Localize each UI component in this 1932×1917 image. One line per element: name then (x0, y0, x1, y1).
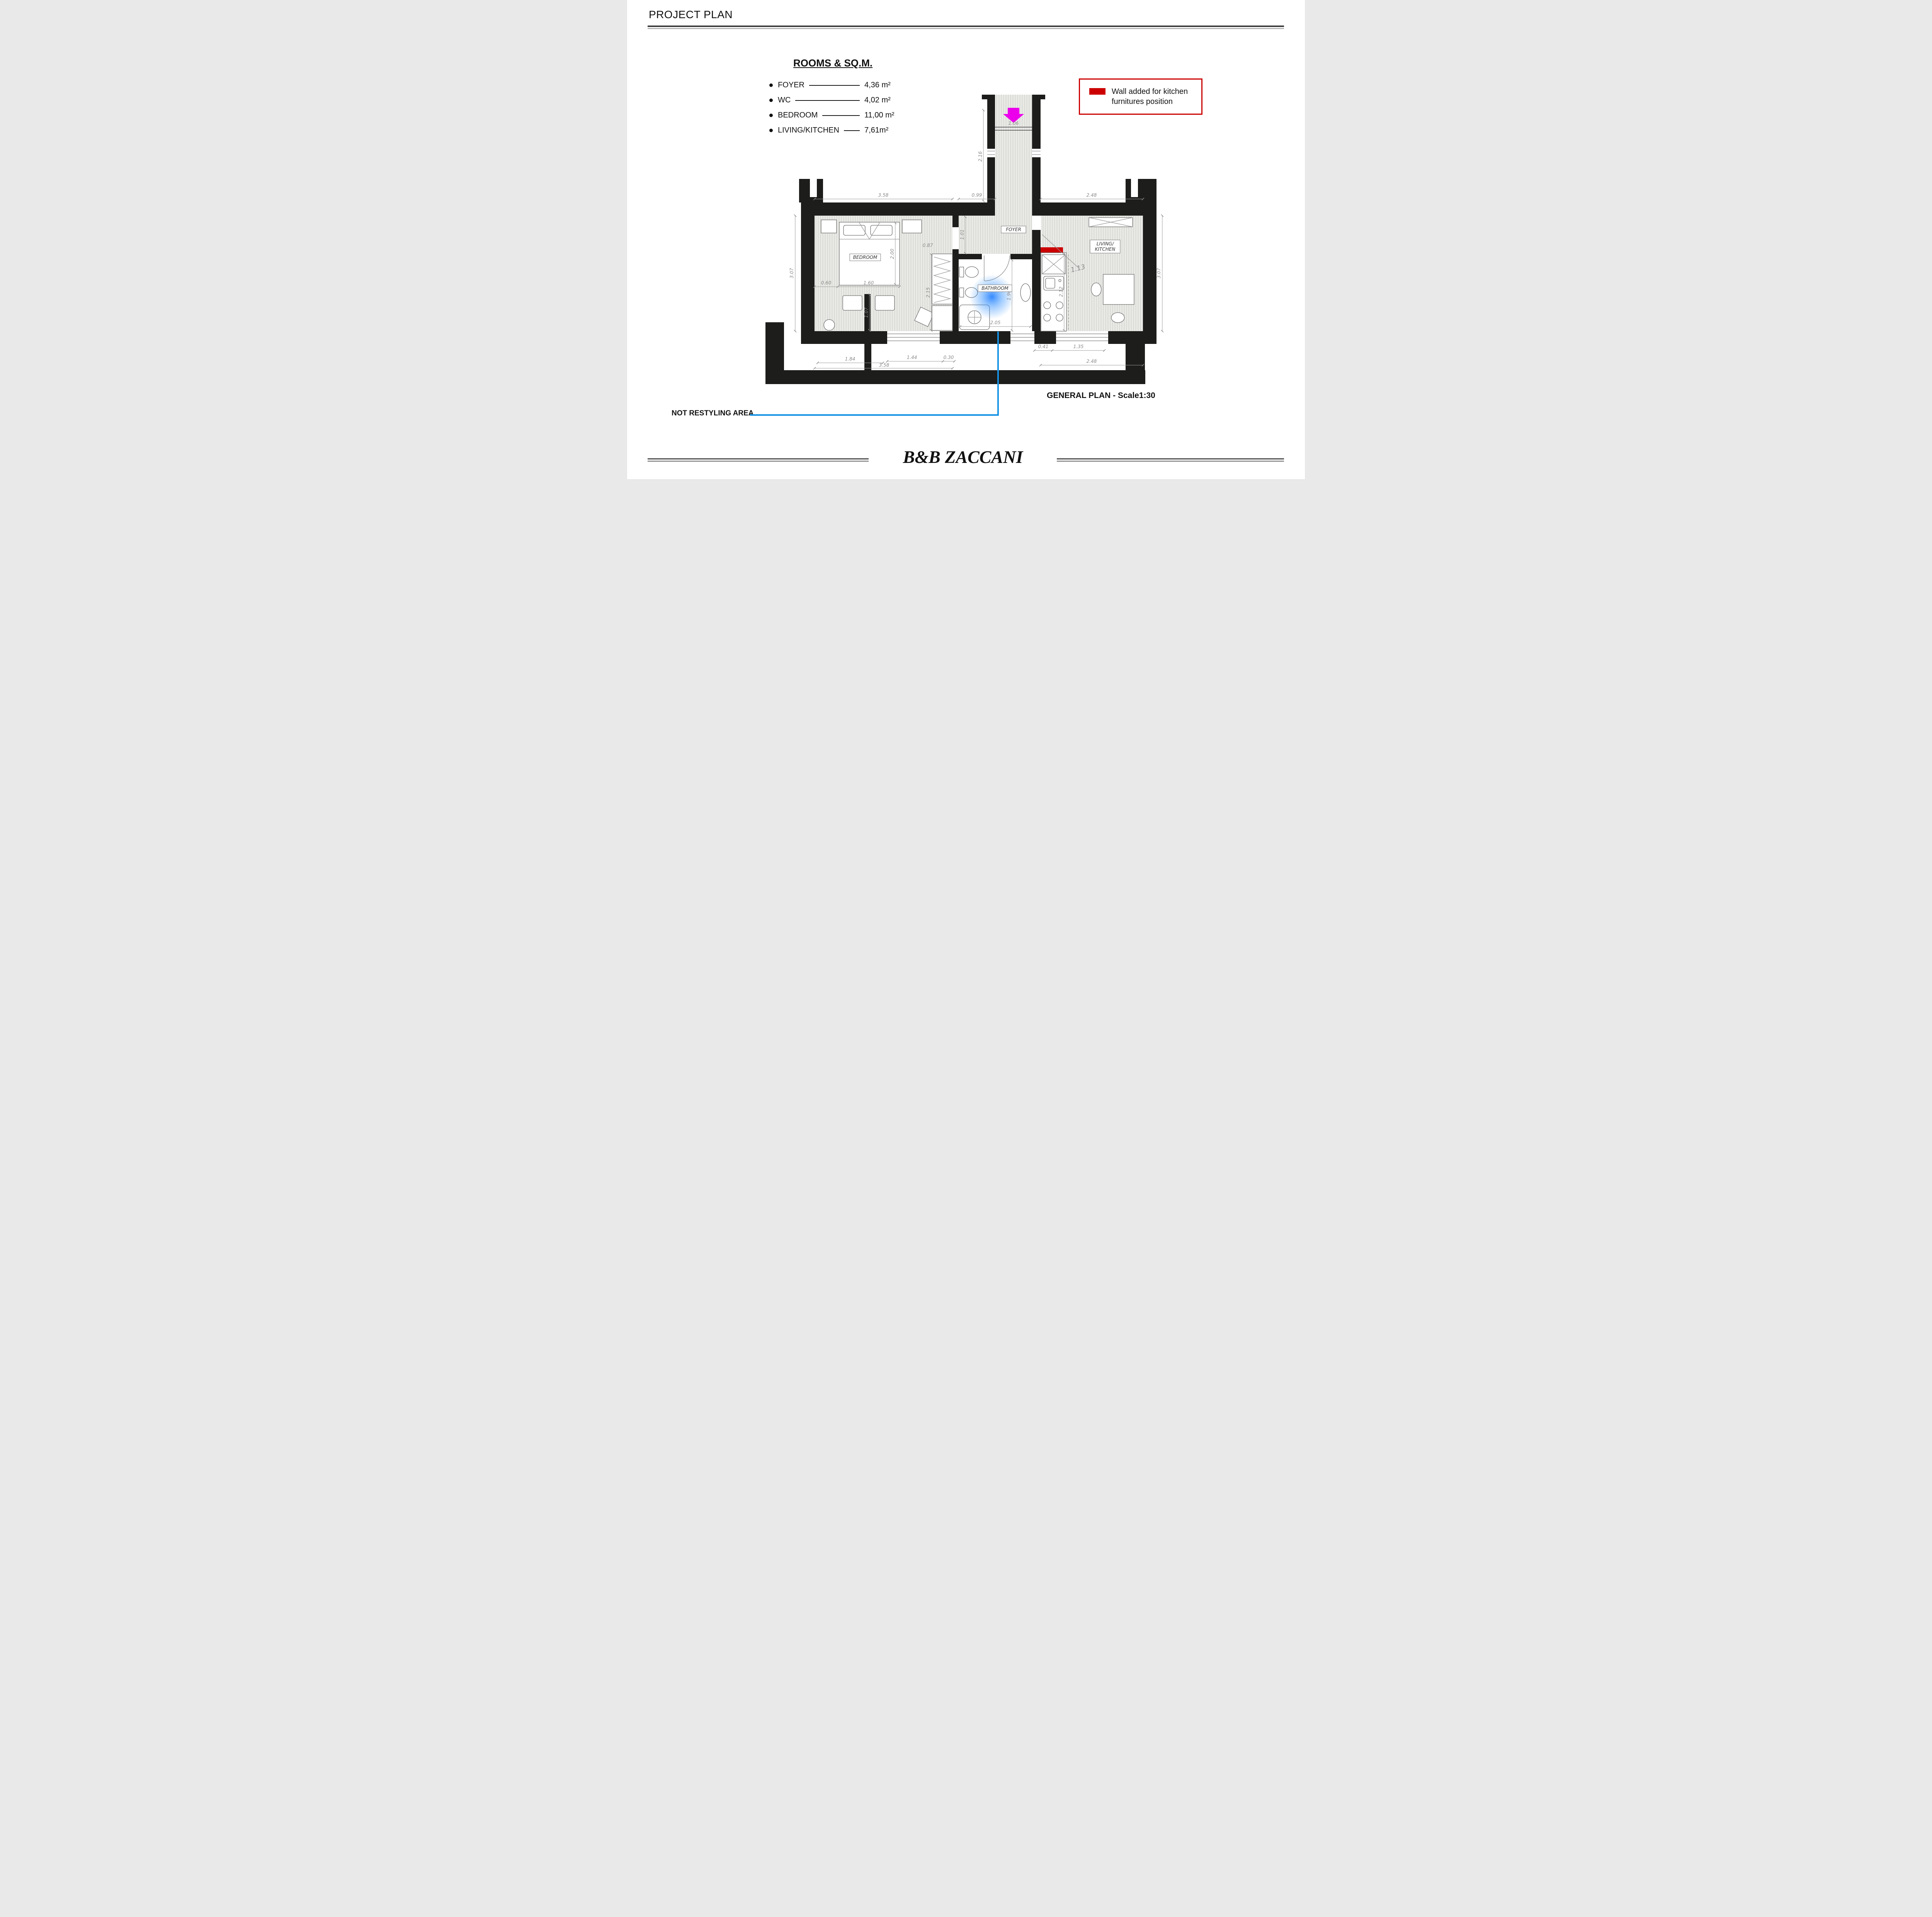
dim-window-width: 1.35 (1073, 344, 1084, 349)
svg-text:BATHROOM: BATHROOM (981, 286, 1009, 291)
wardrobe (932, 253, 953, 304)
room-label-living-kitchen: LIVING/ KITCHEN (1090, 240, 1121, 253)
dim-foyer-depth: 1.01 (959, 230, 965, 240)
project-plan-page: PROJECT PLAN ROOMS & SQ.M. FOYER 4,36 m²… (627, 0, 1305, 479)
bullet-icon (769, 129, 773, 132)
dim-entry-width: 1.06 (1009, 121, 1019, 126)
dim-bottom-a: 1.84 (845, 356, 855, 362)
opening-frames (987, 151, 1041, 155)
leader-line (844, 130, 860, 131)
legend-room-value: 11,00 m² (864, 111, 895, 119)
legend-item-bedroom: BEDROOM 11,00 m² (769, 111, 905, 120)
dim-top-living: 2.48 (1087, 192, 1097, 198)
nightstand (821, 219, 837, 233)
pouf (842, 295, 862, 311)
dim-left-height: 3.07 (789, 268, 794, 278)
washbasin (1020, 283, 1031, 302)
floor-plan: 1.06 2.16 3.58 0.99 2.48 3.07 3.07 1.01 … (765, 95, 1164, 384)
dim-bed-length: 2.00 (889, 248, 895, 259)
dim-bath-width: 2.05 (990, 320, 1001, 325)
dim-bed-offset: 0.60 (821, 280, 832, 286)
legend-room-label: FOYER (778, 81, 804, 89)
leader-line (809, 85, 860, 86)
dim-bottom-c: 0.30 (944, 355, 954, 360)
page-title: PROJECT PLAN (649, 9, 733, 20)
room-label-foyer: FOYER (1001, 226, 1026, 233)
legend-room-label: LIVING/KITCHEN (778, 126, 839, 134)
leader-line (795, 100, 860, 101)
footer-bar-right (1057, 458, 1284, 462)
bidet-tank (959, 287, 964, 298)
pillow (870, 225, 893, 236)
legend-title: ROOMS & SQ.M. (793, 57, 873, 69)
dim-bedroom-door: 0.87 (923, 243, 933, 248)
wall-note-text: Wall added for kitchen furnitures positi… (1112, 87, 1188, 106)
svg-text:FOYER: FOYER (1006, 227, 1021, 232)
dim-right-height: 3.07 (1156, 268, 1162, 278)
dim-top-bedroom: 3.58 (878, 192, 889, 198)
dim-bath-depth: 1.96 (1006, 290, 1012, 300)
dim-bottom-bedroom: 3.58 (879, 362, 889, 368)
entry-arrow-icon (1003, 108, 1024, 123)
svg-text:KITCHEN: KITCHEN (1095, 247, 1116, 252)
svg-text:BEDROOM: BEDROOM (853, 255, 878, 260)
nightstand (902, 219, 922, 233)
red-wall-swatch (1089, 88, 1105, 95)
dim-window-offset: 0.41 (1038, 344, 1049, 349)
dining-table (1103, 274, 1134, 305)
header-rule (648, 26, 1284, 29)
room-labels: FOYER BEDROOM BATHROOM LIVING/ KITCHEN (849, 226, 1121, 292)
window-symbols (887, 333, 1108, 341)
legend-room-value: 4,36 m² (864, 81, 891, 89)
bullet-icon (769, 114, 773, 117)
chair (1091, 282, 1102, 296)
added-kitchen-wall (1041, 247, 1063, 253)
rooms-legend: ROOMS & SQ.M. FOYER 4,36 m² WC 4,02 m² B… (769, 57, 905, 141)
legend-room-label: BEDROOM (778, 111, 818, 119)
dim-kitchen-depth: 2.12 (1058, 287, 1064, 297)
wardrobe-hangers (933, 257, 951, 303)
legend-room-label: WC (778, 96, 791, 104)
footer-bar-left (648, 458, 869, 462)
not-restyling-label: NOT RESTYLING AREA (672, 409, 754, 417)
callout-line-horizontal (750, 414, 999, 416)
walls (765, 95, 1156, 384)
legend-room-value: 7,61m² (864, 126, 889, 134)
wall-openings (810, 149, 1138, 197)
room-label-bedroom: BEDROOM (849, 253, 881, 261)
dimension-labels: 1.06 2.16 3.58 0.99 2.48 3.07 3.07 1.01 … (789, 121, 1162, 368)
room-label-bathroom: BATHROOM (978, 284, 1012, 292)
legend-item-foyer: FOYER 4,36 m² (769, 81, 905, 90)
pillow (843, 225, 866, 236)
dim-nook-height: 1.07 (864, 307, 869, 318)
kitchen-furniture (1041, 217, 1134, 332)
bullet-icon (769, 83, 773, 87)
tap (1058, 279, 1061, 282)
legend-item-living-kitchen: LIVING/KITCHEN 7,61m² (769, 126, 905, 135)
callout-line-vertical (997, 332, 999, 416)
svg-text:LIVING/: LIVING/ (1097, 241, 1114, 247)
stool (823, 319, 835, 331)
dim-closet-height: 2.15 (925, 287, 931, 298)
dim-bottom-b: 1.44 (907, 355, 917, 360)
pouf (875, 295, 895, 311)
kitchen-door-leaf (1042, 234, 1079, 268)
dim-bed-width: 1.60 (864, 280, 874, 286)
toilet (965, 266, 979, 278)
dimension-lines (794, 109, 1164, 370)
general-plan-caption: GENERAL PLAN - Scale1:30 (1047, 391, 1155, 400)
dim-top-foyer: 0.99 (972, 192, 982, 198)
legend-item-wc: WC 4,02 m² (769, 96, 905, 105)
cabinet (932, 305, 953, 331)
legend-room-value: 4,02 m² (864, 96, 891, 104)
bullet-icon (769, 99, 773, 102)
dim-bottom-living: 2.48 (1087, 359, 1097, 364)
entry-door (995, 127, 1032, 131)
wall-note-box: Wall added for kitchen furnitures positi… (1079, 78, 1202, 115)
chair (1111, 312, 1125, 323)
dim-corridor-depth: 2.16 (978, 151, 983, 162)
leader-line (822, 115, 860, 116)
footer-title: B&B ZACCANI (903, 447, 1023, 467)
toilet-tank (959, 267, 964, 277)
